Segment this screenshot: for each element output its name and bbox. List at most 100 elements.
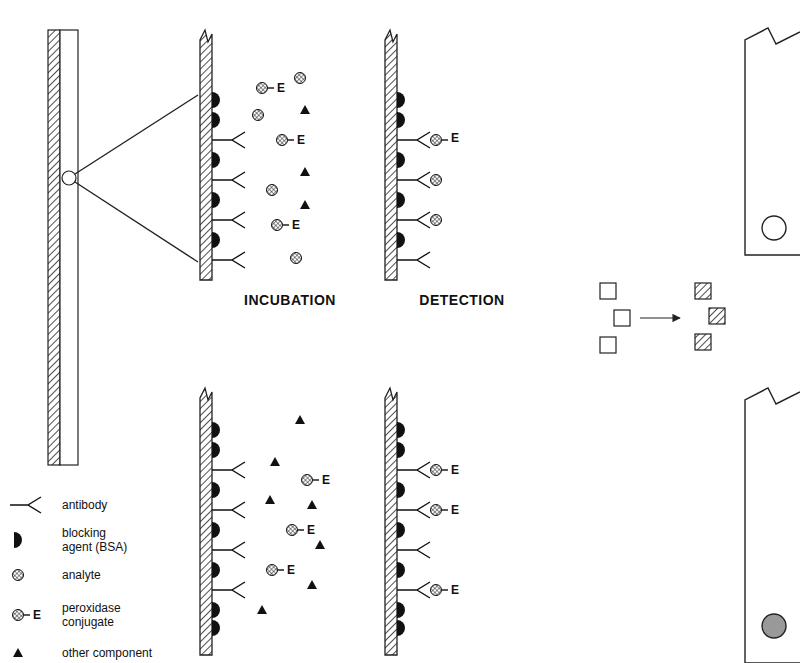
blocking-agent bbox=[212, 422, 220, 438]
conjugate-link bbox=[24, 614, 30, 615]
surface-wall bbox=[200, 30, 212, 280]
enzyme-label: E bbox=[297, 134, 305, 146]
blocking-agent bbox=[397, 620, 405, 636]
other-component bbox=[270, 457, 280, 466]
blocking-agent bbox=[212, 92, 220, 108]
analyte bbox=[257, 83, 268, 94]
conjugate-link bbox=[442, 469, 448, 470]
enzyme-label: E bbox=[322, 474, 330, 486]
other-component bbox=[13, 648, 23, 657]
blocking-agent bbox=[212, 602, 220, 618]
other-component bbox=[300, 167, 310, 176]
blocking-agent bbox=[397, 192, 405, 208]
conjugate-link bbox=[313, 479, 319, 480]
surface-wall bbox=[385, 388, 397, 655]
antibody bbox=[212, 252, 245, 268]
other-component bbox=[295, 415, 305, 424]
blocking-agent bbox=[212, 522, 220, 538]
conjugate-link bbox=[442, 139, 448, 140]
analyte bbox=[277, 135, 288, 146]
blocking-agent bbox=[397, 482, 405, 498]
enzyme-label: E bbox=[33, 609, 41, 621]
blocking-agent bbox=[212, 620, 220, 636]
antibody bbox=[212, 212, 245, 228]
blocking-agent bbox=[397, 562, 405, 578]
legend-text: antibody bbox=[62, 498, 152, 512]
other-component bbox=[300, 200, 310, 209]
conjugate-link bbox=[442, 589, 448, 590]
analyte bbox=[291, 253, 302, 264]
analyte bbox=[431, 585, 442, 596]
surface-panels bbox=[200, 30, 448, 655]
antibody bbox=[212, 502, 245, 518]
blocking-agent bbox=[397, 152, 405, 168]
enzyme-label: E bbox=[287, 564, 295, 576]
blocking-agent bbox=[397, 92, 405, 108]
analyte bbox=[431, 465, 442, 476]
blocking-agent bbox=[14, 532, 22, 548]
blocking-agent bbox=[212, 482, 220, 498]
analyte bbox=[13, 610, 24, 621]
blocking-agent bbox=[212, 442, 220, 458]
antibody bbox=[212, 462, 245, 478]
enzyme-label: E bbox=[451, 132, 459, 144]
blocking-agent bbox=[212, 562, 220, 578]
analyte bbox=[431, 135, 442, 146]
step-label: INCUBATION bbox=[244, 293, 336, 307]
analyte bbox=[267, 185, 278, 196]
analyte bbox=[272, 220, 283, 231]
antibody bbox=[212, 132, 245, 148]
dipstick bbox=[48, 30, 198, 465]
conjugate-link bbox=[283, 224, 289, 225]
blocking-agent bbox=[212, 112, 220, 128]
analyte bbox=[287, 525, 298, 536]
analyte bbox=[295, 73, 306, 84]
surface-wall bbox=[385, 30, 397, 280]
conjugate-link bbox=[278, 569, 284, 570]
other-component bbox=[257, 605, 267, 614]
conjugate-link bbox=[298, 529, 304, 530]
step-label: DETECTION bbox=[419, 293, 504, 307]
antibody bbox=[397, 212, 430, 228]
antibody bbox=[397, 132, 430, 148]
blocking-agent bbox=[212, 192, 220, 208]
analyte bbox=[431, 175, 442, 186]
enzyme-label: E bbox=[451, 584, 459, 596]
blocking-agent bbox=[397, 422, 405, 438]
other-component bbox=[300, 105, 310, 114]
enzyme-label: E bbox=[451, 504, 459, 516]
conjugate-link bbox=[268, 87, 274, 88]
antibody bbox=[397, 172, 430, 188]
antibody bbox=[212, 172, 245, 188]
blocking-agent bbox=[397, 602, 405, 618]
blocking-agent bbox=[212, 232, 220, 248]
enzyme-label: E bbox=[451, 464, 459, 476]
antibody bbox=[10, 497, 41, 513]
conjugate-link bbox=[442, 509, 448, 510]
antibody bbox=[212, 582, 245, 598]
legend-text: peroxidase conjugate bbox=[62, 601, 137, 630]
analyte bbox=[267, 565, 278, 576]
other-component bbox=[265, 495, 275, 504]
conjugate-link bbox=[288, 139, 294, 140]
blocking-agent bbox=[397, 522, 405, 538]
legend-text: other component bbox=[62, 646, 192, 660]
antibody bbox=[397, 502, 430, 518]
analyte bbox=[431, 215, 442, 226]
legend-text: analyte bbox=[62, 568, 152, 582]
other-component bbox=[307, 580, 317, 589]
other-component bbox=[307, 500, 317, 509]
blocking-agent bbox=[397, 442, 405, 458]
analyte bbox=[431, 505, 442, 516]
antibody bbox=[397, 252, 430, 268]
legend-text: blocking agent (BSA) bbox=[62, 526, 137, 555]
analyte bbox=[13, 570, 24, 581]
surface-wall bbox=[200, 388, 212, 655]
antibody bbox=[212, 542, 245, 558]
result-strips bbox=[745, 28, 800, 663]
antibody bbox=[397, 542, 430, 558]
enzyme-label: E bbox=[292, 219, 300, 231]
legend-symbols bbox=[10, 497, 41, 657]
